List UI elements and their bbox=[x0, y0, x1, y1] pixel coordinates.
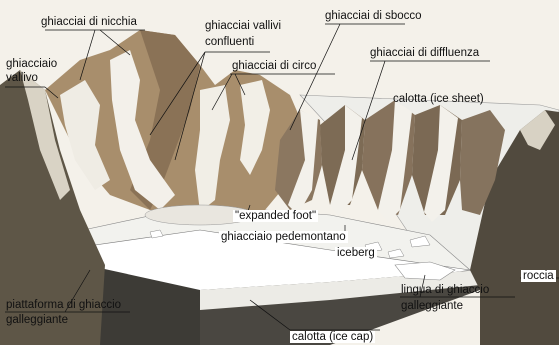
label-diffluence-glaciers: ghiacciai di diffluenza bbox=[370, 47, 479, 59]
label-expanded-foot: "expanded foot" bbox=[233, 210, 318, 222]
label-piedmont-glacier: ghiacciaio pedemontano bbox=[219, 231, 348, 243]
label-ice-sheet: calotta (ice sheet) bbox=[393, 93, 484, 105]
label-ice-shelf-line2: galleggiante bbox=[6, 314, 68, 326]
label-valley-glacier-line1: ghiacciaio bbox=[6, 58, 57, 70]
label-ice-tongue-line1: lingua di ghiaccio bbox=[401, 284, 489, 296]
label-ice-cap: calotta (ice cap) bbox=[290, 331, 375, 343]
label-valley-glacier-line2: vallivo bbox=[6, 72, 38, 84]
label-confluent-line1: ghiacciai vallivi bbox=[205, 20, 281, 32]
label-ice-tongue-line2: galleggiante bbox=[401, 300, 463, 312]
label-ice-shelf-line1: piattaforma di ghiaccio bbox=[6, 299, 121, 311]
label-cirque-glaciers: ghiacciai di circo bbox=[232, 60, 316, 72]
label-confluent-line2: confluenti bbox=[205, 36, 254, 48]
label-outlet-glaciers: ghiacciai di sbocco bbox=[325, 10, 422, 22]
label-iceberg: iceberg bbox=[335, 247, 377, 259]
label-rock: roccia bbox=[521, 270, 556, 282]
label-niche-glaciers: ghiacciai di nicchia bbox=[41, 16, 137, 28]
